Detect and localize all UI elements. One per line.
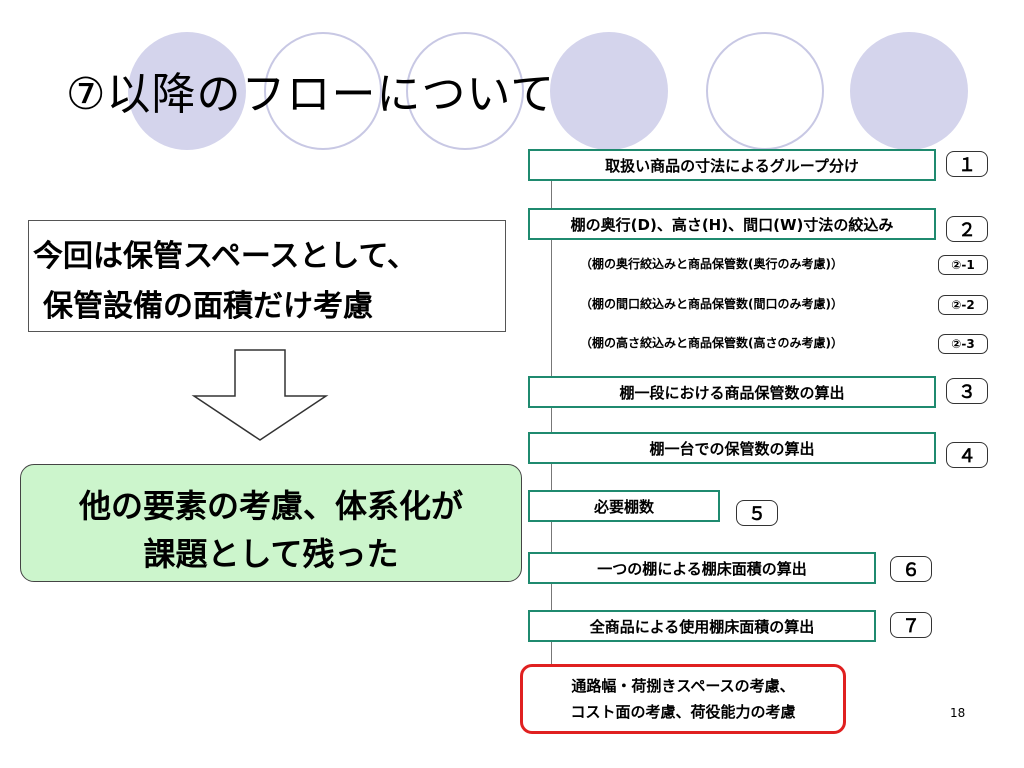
condition-line-1: 今回は保管スペースとして、 (33, 239, 417, 274)
substep-3-label: （棚の高さ絞込みと商品保管数(高さのみ考慮)） (580, 336, 843, 350)
step-6-badge: ６ (890, 556, 932, 582)
decor-circle-5 (706, 32, 824, 150)
slide-title: ⑦以降のフローについて (66, 69, 556, 120)
condition-box: 今回は保管スペースとして、 保管設備の面積だけ考慮 (28, 220, 506, 332)
step-5-box: 必要棚数 (528, 490, 720, 522)
substep-1-badge: ②-1 (938, 255, 988, 275)
step-2-box: 棚の奥行(D)、高さ(H)、間口(W)寸法の絞込み (528, 208, 936, 240)
down-arrow-icon (191, 349, 329, 441)
step-7-label: 全商品による使用棚床面積の算出 (589, 617, 815, 636)
substep-1-label: （棚の奥行絞込みと商品保管数(奥行のみ考慮)） (580, 257, 843, 271)
decor-circle-1 (128, 32, 246, 150)
decor-circle-6 (850, 32, 968, 150)
step-3-badge: ３ (946, 378, 988, 404)
step-1-box: 取扱い商品の寸法によるグループ分け (528, 149, 936, 181)
step-5-badge: ５ (736, 500, 778, 526)
substep-2-badge: ②-2 (938, 295, 988, 315)
step-2-label: 棚の奥行(D)、高さ(H)、間口(W)寸法の絞込み (570, 215, 894, 234)
substep-3-badge: ②-3 (938, 334, 988, 354)
flow-connector-line (551, 180, 552, 664)
step-1-label: 取扱い商品の寸法によるグループ分け (605, 156, 859, 175)
step-4-badge: ４ (946, 442, 988, 468)
step-3-label: 棚一段における商品保管数の算出 (619, 383, 845, 402)
step-7-box: 全商品による使用棚床面積の算出 (528, 610, 876, 642)
decor-circle-2 (264, 32, 382, 150)
final-line-2: コスト面の考慮、荷役能力の考慮 (570, 703, 796, 721)
step-4-box: 棚一台での保管数の算出 (528, 432, 936, 464)
issue-line-2: 課題として残った (143, 535, 399, 573)
decor-circle-3 (406, 32, 524, 150)
condition-line-2: 保管設備の面積だけ考慮 (43, 289, 373, 324)
step-7-badge: ７ (890, 612, 932, 638)
final-line-1: 通路幅・荷捌きスペースの考慮、 (571, 677, 795, 695)
page-number: 18 (950, 706, 966, 720)
step-6-label: 一つの棚による棚床面積の算出 (597, 559, 807, 578)
issue-line-1: 他の要素の考慮、体系化が (78, 487, 463, 525)
decor-circle-4 (550, 32, 668, 150)
step-3-box: 棚一段における商品保管数の算出 (528, 376, 936, 408)
step-4-label: 棚一台での保管数の算出 (649, 439, 815, 458)
issue-box: 他の要素の考慮、体系化が 課題として残った (20, 464, 522, 582)
substep-2-label: （棚の間口絞込みと商品保管数(間口のみ考慮)） (580, 297, 843, 311)
step-5-label: 必要棚数 (593, 497, 654, 516)
step-2-badge: ２ (946, 216, 988, 242)
step-6-box: 一つの棚による棚床面積の算出 (528, 552, 876, 584)
step-1-badge: １ (946, 151, 988, 177)
final-considerations-box: 通路幅・荷捌きスペースの考慮、 コスト面の考慮、荷役能力の考慮 (520, 664, 846, 734)
